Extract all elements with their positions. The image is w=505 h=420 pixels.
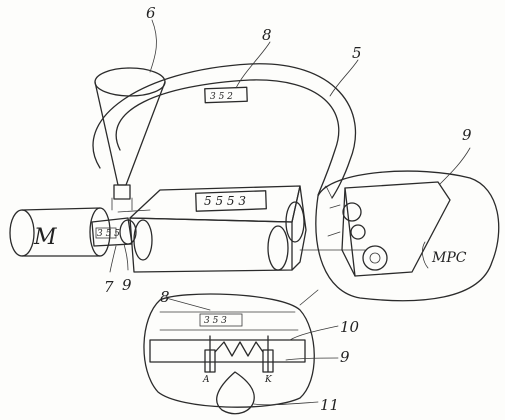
- dispensing-funnel: [94, 67, 166, 211]
- anode-label: A: [202, 375, 210, 385]
- bottom-detail-bubble: 3 5 3 A K: [143, 289, 319, 415]
- label-8-top: 8: [262, 26, 272, 44]
- label-9-right: 9: [462, 126, 472, 144]
- label-6: 6: [146, 4, 156, 22]
- motor-label: M: [33, 225, 57, 250]
- right-detail-bubble: МРС: [315, 170, 500, 302]
- label-5: 5: [352, 44, 362, 62]
- label-8-bottom: 8: [160, 288, 170, 306]
- spark-zigzag: [214, 341, 264, 357]
- main-display-text: 5 5 5 3: [204, 194, 246, 208]
- top-display-text: 3 5 2: [210, 92, 233, 102]
- top-sensor-box: 3 5 2: [204, 86, 248, 104]
- mps-label: МРС: [431, 250, 467, 266]
- bottom-display-text: 3 5 3: [204, 316, 227, 326]
- valve-block: 3 5 5: [91, 209, 151, 247]
- tube-loop: [92, 63, 357, 199]
- cathode-label: K: [264, 375, 273, 385]
- label-9-bottom: 9: [340, 348, 350, 366]
- main-chamber: 5 5 5 3: [129, 185, 307, 273]
- label-11: 11: [320, 396, 339, 414]
- motor-cylinder: M: [9, 207, 111, 257]
- label-9-left: 9: [122, 276, 132, 294]
- label-7: 7: [104, 278, 114, 296]
- leader-lines: [109, 19, 471, 406]
- small-display-text: 3 5 5: [97, 229, 120, 239]
- label-10: 10: [340, 318, 360, 336]
